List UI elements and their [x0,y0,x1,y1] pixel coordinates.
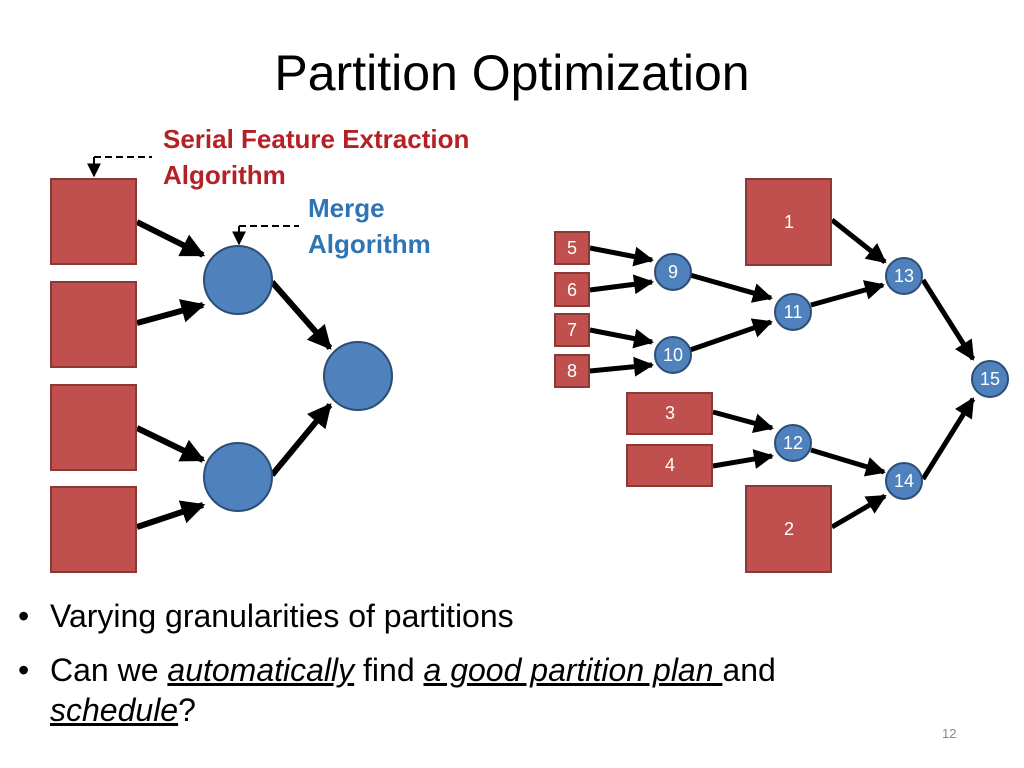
merge-node-10: 10 [654,336,692,374]
merge-node-11-label: 11 [784,302,803,322]
partition-block [50,486,137,573]
right-edge [589,274,654,295]
left-edges [135,219,333,530]
partition-block [50,384,137,471]
merge-label-line1: Merge [308,193,385,223]
right-edge [830,493,887,530]
partition-1-label: 1 [784,212,794,232]
partition-8: 8 [554,354,590,388]
left-edge [136,500,206,530]
right-edge [712,409,774,433]
page-number: 12 [942,726,957,741]
right-edge [689,318,773,353]
merge-node-13: 13 [885,257,923,295]
bullet-2-text-1: Can we [50,652,168,688]
slide-title: Partition Optimization [274,45,750,101]
merge-node [203,442,273,512]
partition-5-label: 5 [567,238,577,258]
merge-node-13-label: 13 [894,266,914,286]
right-merge-nodes: 9 10 11 12 13 14 15 [654,253,1009,500]
merge-node-14-label: 14 [894,471,914,491]
left-edge [136,299,206,326]
right-edge [920,278,976,361]
partition-4-label: 4 [665,455,675,475]
bullet-item-1: Varying granularities of partitions [18,596,1008,636]
left-merge-nodes [203,245,393,512]
right-edge [589,327,654,349]
left-partitions [50,178,137,573]
merge-node-11: 11 [774,293,812,331]
partition-6-label: 6 [567,280,577,300]
merge-node-12-label: 12 [783,433,803,453]
right-edge [810,280,885,308]
partition-block [50,281,137,368]
merge-node-15-label: 15 [980,369,1000,389]
right-edges [589,218,976,530]
merge-node-9: 9 [654,253,692,291]
serial-callout [87,156,152,178]
merge-node-14: 14 [885,462,923,500]
right-edge [589,356,654,377]
bullet-2-emphasis-schedule: schedule [50,692,179,728]
partition-1: 1 [745,178,832,266]
partition-7-label: 7 [567,320,577,340]
partition-2-label: 2 [784,519,794,539]
right-edge [589,245,654,267]
left-edge [269,280,333,350]
right-edge [689,272,773,303]
bullet-item-2: Can we automatically find a good partiti… [18,650,1008,730]
serial-label-line2: Algorithm [163,160,286,190]
merge-node [203,245,273,315]
bullet-2-text-4: ? [178,692,196,728]
left-edge [135,219,206,258]
right-edge [830,218,887,264]
partition-block [50,178,137,265]
partition-4: 4 [626,444,713,487]
right-edge [810,447,886,477]
bullet-2-emphasis-partition-plan: a good partition plan [423,652,723,688]
left-edge [269,403,333,477]
serial-feature-extraction-label: Serial Feature Extraction Algorithm [163,121,469,193]
merge-node-12: 12 [774,424,812,462]
bullet-2-emphasis-automatically: automatically [167,652,355,688]
partition-3-label: 3 [665,403,675,423]
merge-callout [232,225,299,246]
partition-6: 6 [554,272,590,307]
partition-7: 7 [554,313,590,347]
bullet-1-text: Varying granularities of partitions [50,598,514,634]
partition-8-label: 8 [567,361,577,381]
bullet-2-text-2: find [354,652,424,688]
merge-node-10-label: 10 [663,345,683,365]
bullet-list: Varying granularities of partitions Can … [18,596,1008,744]
right-edge [920,397,976,481]
serial-label-line1: Serial Feature Extraction [163,124,470,154]
merge-label-line2: Algorithm [308,229,431,259]
partition-3: 3 [626,392,713,435]
merge-node-15: 15 [971,360,1009,398]
left-edge [135,425,206,463]
partition-2: 2 [745,485,832,573]
right-partitions: 1 2 3 4 5 6 7 8 [554,178,832,573]
merge-algorithm-label: Merge Algorithm [308,190,431,262]
partition-5: 5 [554,231,590,265]
merge-node-9-label: 9 [668,262,678,282]
bullet-2-text-3: and [722,652,776,688]
merge-node [323,341,393,411]
right-edge [712,449,774,469]
